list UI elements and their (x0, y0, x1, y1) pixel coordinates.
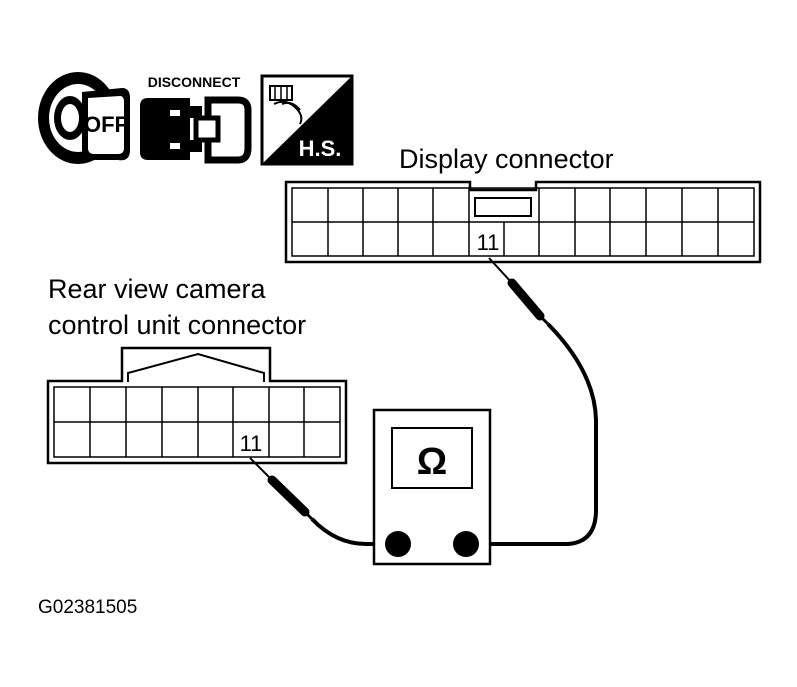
ohm-symbol: Ω (417, 441, 447, 483)
camera-pin-11-label: 11 (240, 431, 263, 456)
meter-terminal-left (385, 531, 411, 557)
camera-connector-label-line2: control unit connector (48, 310, 306, 340)
camera-connector-label-line1: Rear view camera (48, 274, 267, 304)
display-connector-label: Display connector (399, 144, 614, 174)
ignition-off-text: OFF (84, 112, 128, 137)
camera-connector: 11 (46, 346, 348, 465)
ohmmeter: Ω (372, 408, 492, 566)
harness-side-icon: H.S. (260, 74, 354, 166)
display-connector: 11 (284, 180, 762, 264)
probe-lead-camera (249, 457, 392, 546)
battery-disconnect-icon: DISCONNECT (140, 74, 252, 164)
display-pin-11-label: 11 (477, 230, 500, 255)
ignition-key-icon: OFF (38, 72, 130, 164)
probe-lead-display (466, 257, 598, 546)
meter-terminal-right (453, 531, 479, 557)
figure-id: G02381505 (38, 597, 137, 618)
harness-side-text: H.S. (299, 136, 342, 161)
disconnect-text: DISCONNECT (148, 74, 241, 90)
